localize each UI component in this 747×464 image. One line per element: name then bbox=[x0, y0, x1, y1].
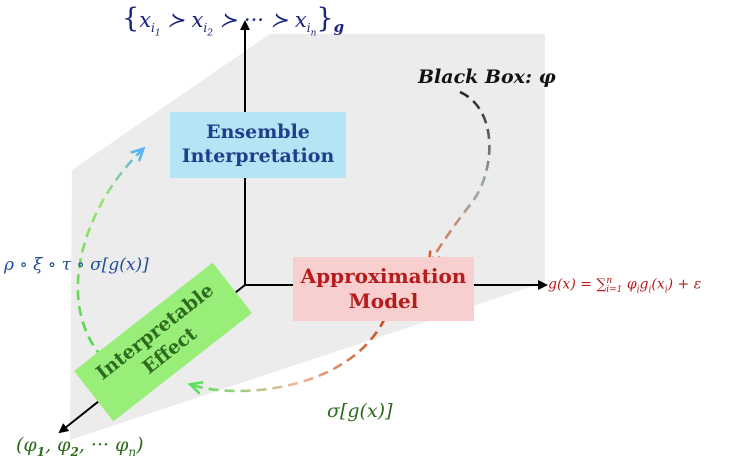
composition-label: ρ ∘ ξ ∘ τ ∘ σ[g(x)] bbox=[4, 255, 149, 275]
black-box-label: Black Box: φ bbox=[418, 66, 556, 88]
ensemble-interpretation-box: Ensemble Interpretation bbox=[170, 112, 346, 178]
approx-line2: Model bbox=[348, 289, 419, 313]
ensemble-line2: Interpretation bbox=[181, 145, 335, 167]
approx-to-effect-arrow bbox=[192, 317, 387, 391]
top-axis-label: {xi1 ≻ xi2 ≻ ··· ≻ xin}g bbox=[122, 3, 345, 39]
effect-to-ensemble-arrow bbox=[76, 150, 142, 359]
approximation-model-box: Approximation Model bbox=[293, 257, 474, 321]
approx-line1: Approximation bbox=[300, 264, 467, 288]
sigma-label: σ[g(x)] bbox=[327, 400, 393, 422]
black-box-arrow bbox=[430, 90, 491, 262]
bottom-axis-label: (φ1, φ2, ··· φn) bbox=[16, 434, 144, 459]
ensemble-line1: Ensemble bbox=[206, 121, 310, 144]
right-axis-label: g(x) = ∑ni=1 φigi(xi) + ε bbox=[548, 276, 702, 296]
